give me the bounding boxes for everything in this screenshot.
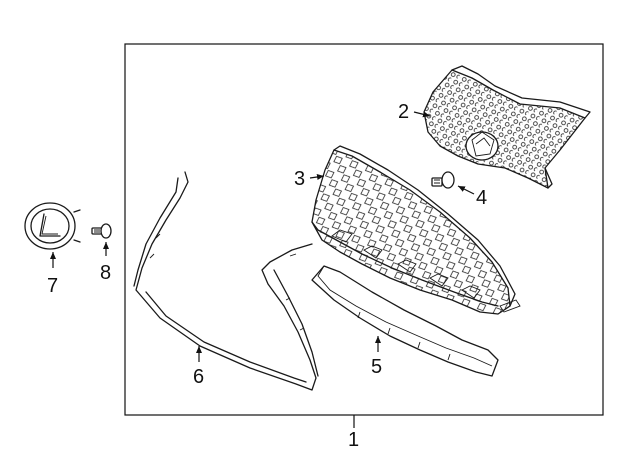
diamond-mesh-grille — [311, 145, 521, 315]
surround-frame — [133, 171, 319, 391]
callout-1-label: 1 — [348, 429, 359, 451]
nut-fastener — [91, 223, 112, 239]
callout-5-label: 5 — [371, 356, 382, 378]
callout-3-arrow — [309, 174, 325, 180]
callout-7-label: 7 — [47, 275, 58, 297]
upper-mesh-grille — [423, 65, 591, 189]
clip-fastener — [431, 171, 455, 189]
callout-6-label: 6 — [193, 366, 204, 388]
callout-8-label: 8 — [100, 262, 111, 284]
callout-4-arrow — [457, 185, 475, 195]
assembly-frame — [124, 43, 604, 416]
callout-3-label: 3 — [294, 168, 305, 190]
emblem-badge — [24, 202, 81, 250]
callout-4-label: 4 — [476, 187, 487, 209]
callout-2-arrow — [413, 111, 431, 118]
lower-molding — [311, 265, 499, 377]
callout-2-label: 2 — [398, 101, 409, 123]
